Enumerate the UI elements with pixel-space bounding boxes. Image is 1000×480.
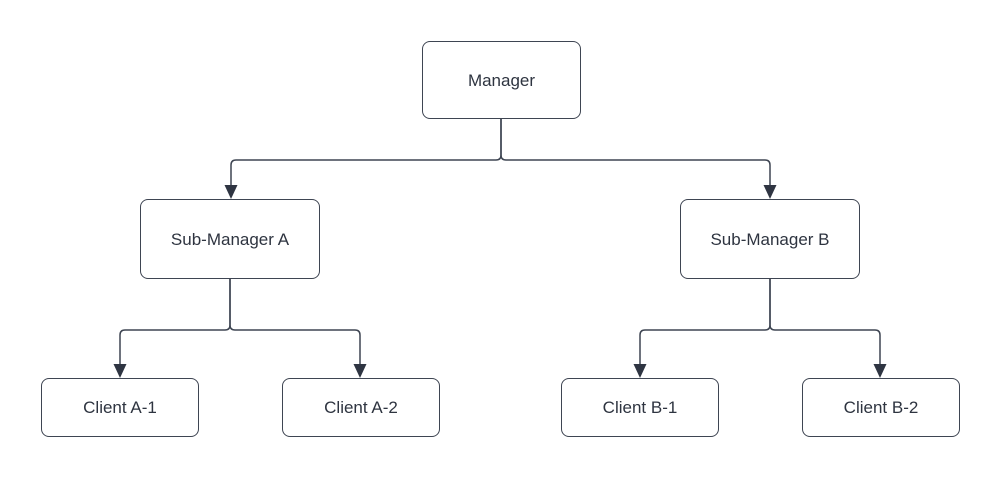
arrowhead-client-b1 xyxy=(633,364,647,378)
node-sub-manager-b-label: Sub-Manager B xyxy=(710,229,830,249)
arrowhead-sub-b xyxy=(763,185,777,199)
edge-manager-to-sub-b xyxy=(500,119,771,186)
node-client-a2[interactable]: Client A-2 xyxy=(282,378,440,437)
node-sub-manager-a-label: Sub-Manager A xyxy=(170,229,290,249)
edge-sub-b-to-client-b2 xyxy=(769,279,881,365)
node-client-a2-label: Client A-2 xyxy=(324,398,398,417)
node-client-a1-label: Client A-1 xyxy=(83,398,157,417)
edge-sub-b-to-client-b1 xyxy=(639,279,771,365)
node-manager-label: Manager xyxy=(467,70,536,90)
edge-sub-a-to-client-a2 xyxy=(229,279,361,365)
node-client-b1-label: Client B-1 xyxy=(602,398,678,417)
arrowhead-client-b2 xyxy=(873,364,887,378)
node-manager[interactable]: Manager xyxy=(422,41,581,119)
node-client-b2[interactable]: Client B-2 xyxy=(802,378,960,437)
node-sub-manager-a[interactable]: Sub-Manager A xyxy=(140,199,320,279)
edge-sub-a-to-client-a1 xyxy=(119,279,231,365)
node-client-b2-label: Client B-2 xyxy=(843,398,919,417)
arrowhead-client-a1 xyxy=(113,364,127,378)
arrowhead-client-a2 xyxy=(353,364,367,378)
node-client-b1[interactable]: Client B-1 xyxy=(561,378,719,437)
node-client-a1[interactable]: Client A-1 xyxy=(41,378,199,437)
node-sub-manager-b[interactable]: Sub-Manager B xyxy=(680,199,860,279)
arrowhead-sub-a xyxy=(224,185,238,199)
edge-manager-to-sub-a xyxy=(230,119,502,186)
